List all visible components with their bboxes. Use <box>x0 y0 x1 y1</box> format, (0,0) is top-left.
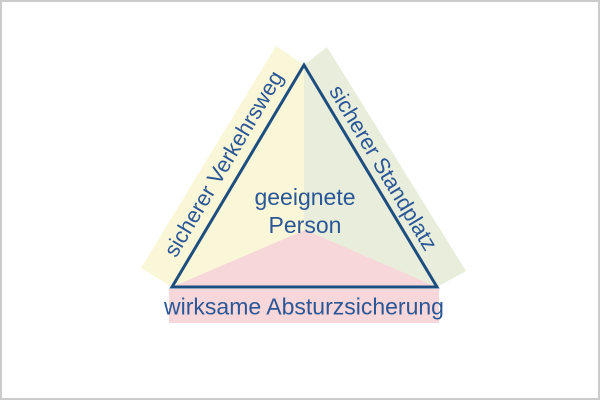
right-band-shape <box>304 47 466 287</box>
center-label-line1: geeignete <box>254 184 356 210</box>
inner-pink-triangle-shape <box>172 230 437 287</box>
center-label-line2: Person <box>268 212 342 238</box>
left-band-shape <box>141 46 304 287</box>
triangle-outline <box>169 62 440 289</box>
bottom-band-label: wirksame Absturzsicherung <box>164 293 444 320</box>
bottom-band-shape <box>169 289 439 323</box>
center-label: geeignete Person <box>254 183 355 239</box>
